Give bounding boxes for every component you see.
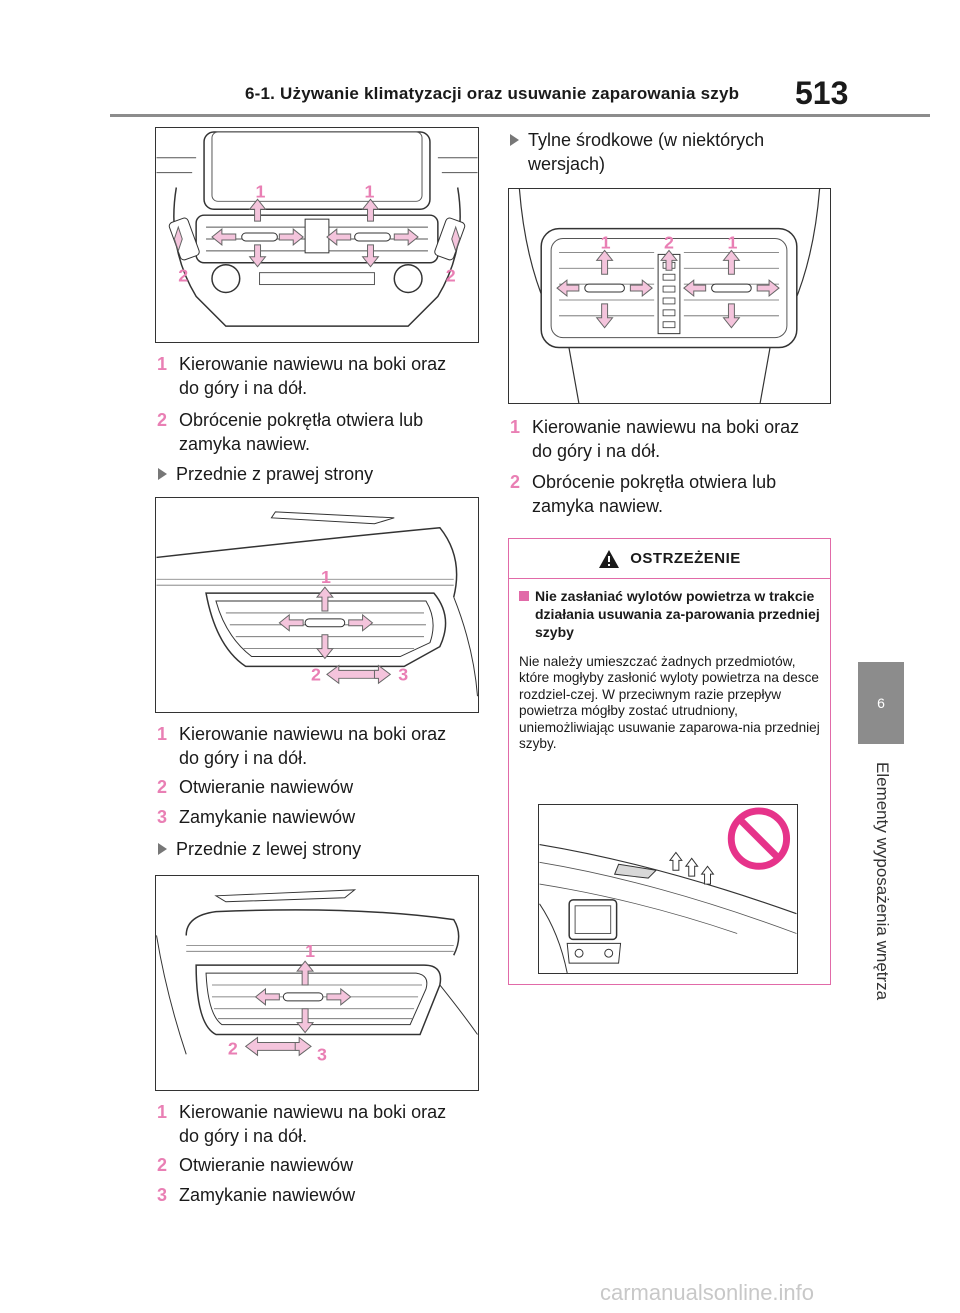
watermark: carmanualsonline.info [600,1280,815,1305]
blocked-defroster-illustration [539,807,797,973]
warning-header: OSTRZEŻENIE [509,539,830,579]
page-number: 513 [795,75,849,111]
callout-2: 2 [311,664,321,684]
subsection-heading: Przednie z lewej strony [158,837,458,861]
callout-1-right: 1 [727,232,737,252]
callout-2: 2 [228,1038,238,1058]
item-text: Otwieranie nawiewów [179,1155,354,1175]
rear-center-vents-illustration: 1 2 1 [518,189,821,403]
callout-3: 3 [398,664,408,684]
list-item: 2 Otwieranie nawiewów [157,1153,457,1177]
list-item: 2 Otwieranie nawiewów [157,775,457,799]
subsection-heading: Tylne środkowe (w niektórych wersjach) [510,128,820,176]
chapter-number: 6 [877,695,885,711]
warning-triangle-icon [599,549,620,568]
center-vents-illustration: 1 1 2 2 [156,131,478,327]
front-right-vent-illustration: 1 2 3 [156,511,478,697]
warning-box: OSTRZEŻENIE Nie zasłaniać wylotów powiet… [508,538,831,985]
list-item: 2 Obrócenie pokrętła otwiera lub zamyka … [157,408,457,456]
square-bullet-icon [519,591,529,601]
item-number: 2 [510,472,521,492]
chapter-label-container: Elementy wyposażenia wnętrza [872,762,892,1022]
callout-1-left: 1 [601,232,611,252]
list-item: 1 Kierowanie nawiewu na boki oraz do gór… [510,415,820,463]
callout-1-left: 1 [256,181,266,201]
warning-subtitle: Nie zasłaniać wylotów powietrza w trakci… [519,587,824,641]
item-text: Kierowanie nawiewu na boki oraz do góry … [532,417,800,461]
subsection-heading: Przednie z prawej strony [158,462,458,486]
item-text: Obrócenie pokrętła otwiera lub zamyka na… [532,472,777,516]
callout-1: 1 [305,941,315,961]
list-item: 1 Kierowanie nawiewu na boki oraz do gór… [157,722,457,770]
header-title: 6-1. Używanie klimatyzacji oraz usuwanie… [245,84,740,103]
item-number: 2 [157,1155,168,1175]
list-item: 1 Kierowanie nawiewu na boki oraz do gór… [157,1100,457,1148]
warning-body: Nie należy umieszczać żadnych przedmiotó… [519,654,820,752]
item-text: Otwieranie nawiewów [179,777,354,797]
item-number: 3 [157,807,168,827]
item-number: 1 [510,417,521,437]
list-item: 3 Zamykanie nawiewów [157,805,457,829]
figure-front-left-vent: 1 2 3 [155,875,479,1091]
item-text: Zamykanie nawiewów [179,1185,356,1205]
item-text: Obrócenie pokrętła otwiera lub zamyka na… [179,410,424,454]
item-text: Zamykanie nawiewów [179,807,356,827]
list-item: 3 Zamykanie nawiewów [157,1183,457,1207]
list-item: 2 Obrócenie pokrętła otwiera lub zamyka … [510,470,820,518]
figure-center-vents: 1 1 2 2 [155,127,479,343]
item-number: 1 [157,354,168,374]
item-number: 1 [157,1102,168,1122]
callout-1: 1 [321,567,331,587]
item-number: 2 [157,777,168,797]
item-text: Kierowanie nawiewu na boki oraz do góry … [179,724,447,768]
item-number: 2 [157,410,168,430]
chapter-tab: 6 [858,662,904,744]
triangle-bullet-icon [158,843,167,855]
figure-front-right-vent: 1 2 3 [155,497,479,713]
item-number: 1 [157,724,168,744]
callout-2-right: 2 [446,266,456,286]
callout-2-left: 2 [178,266,188,286]
figure-rear-center-vents: 1 2 1 [508,188,831,404]
triangle-bullet-icon [158,468,167,480]
callout-3: 3 [317,1044,327,1064]
item-text: Kierowanie nawiewu na boki oraz do góry … [179,354,447,398]
callout-1-right: 1 [365,181,375,201]
header-rule [110,114,930,117]
triangle-bullet-icon [510,134,519,146]
item-number: 3 [157,1185,168,1205]
list-item: 1 Kierowanie nawiewu na boki oraz do gór… [157,352,457,400]
chapter-label: Elementy wyposażenia wnętrza [873,762,892,1001]
callout-2: 2 [664,232,674,252]
item-text: Kierowanie nawiewu na boki oraz do góry … [179,1102,447,1146]
warning-title: OSTRZEŻENIE [630,550,741,567]
figure-blocked-vents [538,804,798,974]
front-left-vent-illustration: 1 2 3 [156,889,478,1064]
